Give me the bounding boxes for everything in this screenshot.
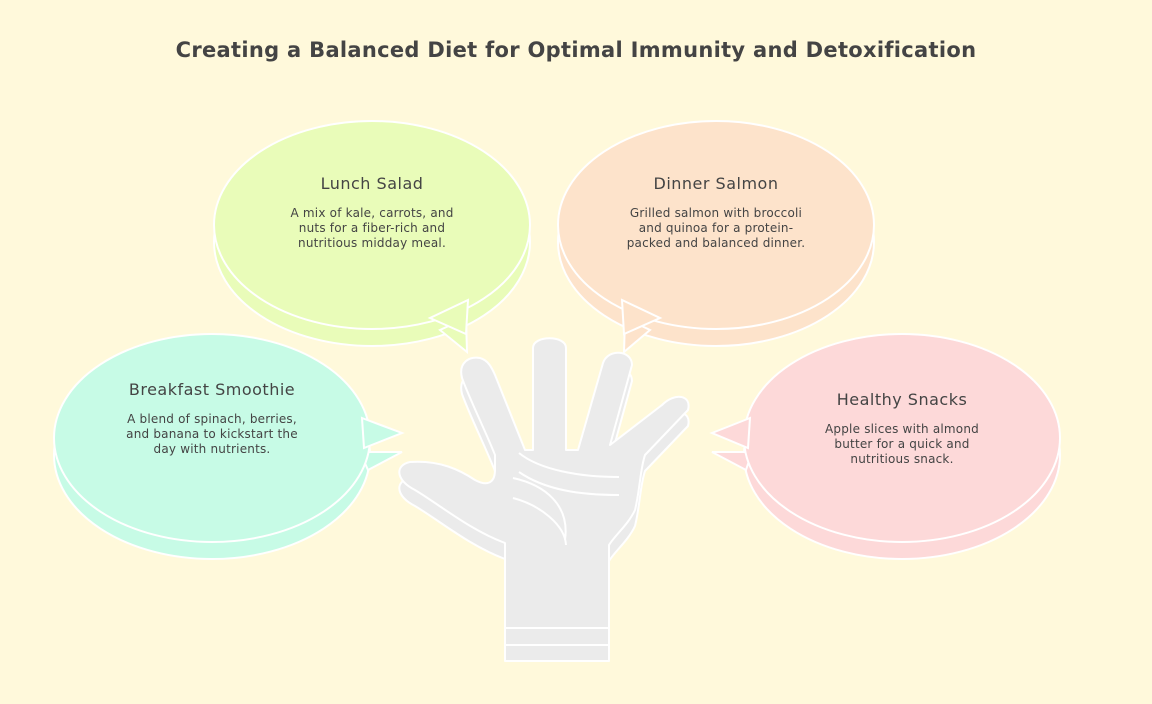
- hand-illustration: [398, 337, 690, 662]
- bubble-breakfast: [53, 333, 405, 560]
- card-lunch: Lunch Salad A mix of kale, carrots, and …: [277, 174, 467, 251]
- diagram-title: Creating a Balanced Diet for Optimal Imm…: [175, 38, 977, 62]
- card-dinner: Dinner Salmon Grilled salmon with brocco…: [621, 174, 811, 251]
- bubble-lunch: [213, 120, 531, 355]
- bubble-snacks: [709, 333, 1061, 560]
- card-snacks: Healthy Snacks Apple slices with almond …: [807, 390, 997, 467]
- card-title: Healthy Snacks: [836, 390, 968, 409]
- card-title: Lunch Salad: [320, 174, 424, 193]
- card-title: Dinner Salmon: [653, 174, 779, 193]
- card-text: Apple slices with almond butter for a qu…: [825, 422, 979, 466]
- card-text: Grilled salmon with broccoli and quinoa …: [626, 206, 806, 250]
- card-title: Breakfast Smoothie: [128, 380, 296, 399]
- card-text: A blend of spinach, berries, and banana …: [126, 412, 298, 456]
- card-text: A mix of kale, carrots, and nuts for a f…: [290, 206, 454, 250]
- card-breakfast: Breakfast Smoothie A blend of spinach, b…: [122, 380, 302, 457]
- bubble-dinner: [557, 120, 875, 355]
